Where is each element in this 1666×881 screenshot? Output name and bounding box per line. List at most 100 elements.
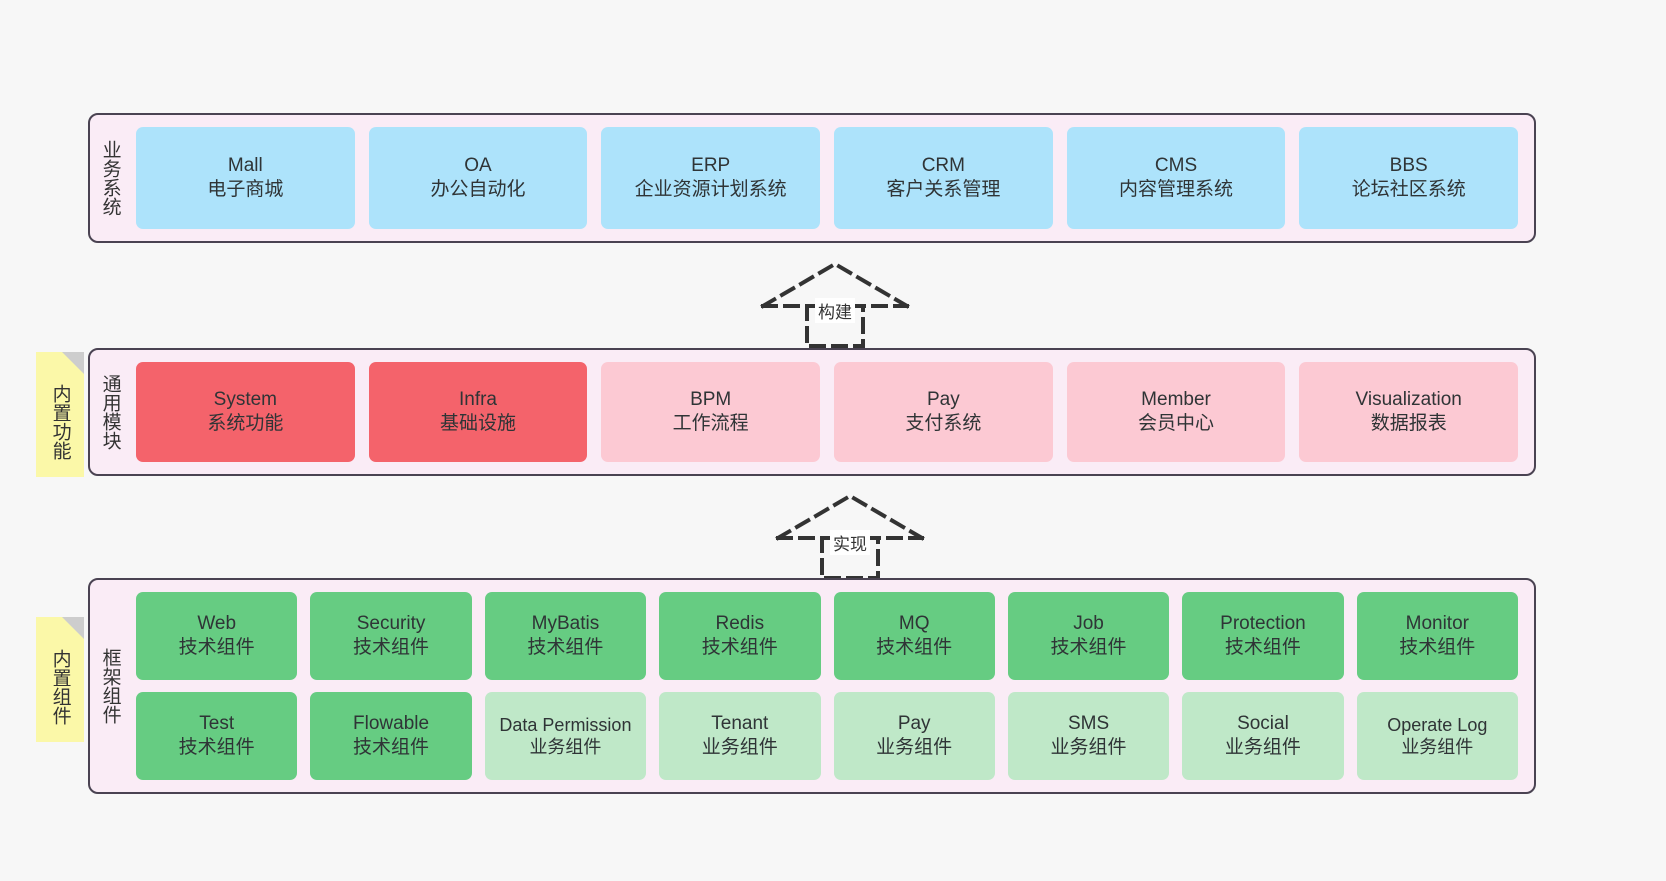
card-operate-log[interactable]: Operate Log 业务组件 (1356, 692, 1518, 780)
card-subtitle: 技术组件 (1224, 637, 1301, 658)
card-mall[interactable]: Mall 电子商城 (136, 127, 355, 229)
card-subtitle: 基础设施 (440, 413, 517, 434)
card-title: OA (464, 154, 492, 176)
card-subtitle: 电子商城 (207, 179, 284, 200)
card-subtitle: 技术组件 (178, 737, 255, 758)
band-title-business-systems: 业务系统 (99, 140, 121, 216)
card-social[interactable]: Social 业务组件 (1182, 692, 1344, 780)
card-title: Monitor (1405, 612, 1469, 634)
business-systems-card-list: Mall 电子商城 OA 办公自动化 ERP 企业资源计划系统 CRM 客户关系… (130, 115, 1534, 241)
framework-components-grid: Web 技术组件 Security 技术组件 MyBatis 技术组件 Redi… (130, 580, 1534, 792)
card-subtitle: 客户关系管理 (886, 179, 1001, 200)
fold-corner-icon (62, 617, 84, 639)
card-security[interactable]: Security 技术组件 (310, 592, 472, 680)
card-title: Pay (926, 388, 960, 410)
card-title: ERP (691, 154, 731, 176)
card-subtitle: 工作流程 (672, 413, 749, 434)
card-infra[interactable]: Infra 基础设施 (368, 362, 588, 462)
card-title: Data Permission (499, 714, 632, 735)
card-system[interactable]: System 系统功能 (136, 362, 355, 462)
framework-components-row-technical: Web 技术组件 Security 技术组件 MyBatis 技术组件 Redi… (136, 592, 1518, 680)
card-subtitle: 技术组件 (353, 637, 430, 658)
common-modules-card-list: System 系统功能 Infra 基础设施 BPM 工作流程 Pay 支付系统… (130, 350, 1534, 474)
card-subtitle: 业务组件 (1224, 737, 1301, 758)
card-subtitle: 业务组件 (1401, 737, 1474, 757)
card-cms[interactable]: CMS 内容管理系统 (1066, 127, 1286, 229)
card-subtitle: 论坛社区系统 (1351, 179, 1466, 200)
card-subtitle: 办公自动化 (430, 179, 526, 200)
card-title: Social (1237, 712, 1289, 734)
connector-build: 构建 (755, 258, 915, 350)
card-title: Mall (227, 154, 263, 176)
card-web[interactable]: Web 技术组件 (136, 592, 298, 680)
card-visualization[interactable]: Visualization 数据报表 (1299, 362, 1519, 462)
card-subtitle: 技术组件 (178, 637, 255, 658)
card-title: Infra (458, 388, 498, 410)
card-flowable[interactable]: Flowable 技术组件 (310, 692, 472, 780)
card-subtitle: 会员中心 (1138, 413, 1215, 434)
card-subtitle: 技术组件 (527, 637, 604, 658)
card-pay-module[interactable]: Pay 支付系统 (834, 362, 1053, 462)
card-title: Tenant (711, 712, 769, 734)
card-title: Visualization (1355, 388, 1462, 410)
card-subtitle: 业务组件 (701, 737, 778, 758)
card-title: Operate Log (1387, 714, 1488, 735)
card-title: BPM (690, 388, 732, 410)
card-title: BBS (1389, 154, 1428, 176)
card-oa[interactable]: OA 办公自动化 (368, 127, 588, 229)
card-subtitle: 业务组件 (1050, 737, 1127, 758)
band-business-systems: 业务系统 Mall 电子商城 OA 办公自动化 ERP 企业资源计划系统 CRM… (88, 113, 1536, 243)
card-erp[interactable]: ERP 企业资源计划系统 (601, 127, 821, 229)
card-protection[interactable]: Protection 技术组件 (1182, 592, 1344, 680)
card-subtitle: 内容管理系统 (1119, 179, 1234, 200)
framework-components-row-business: Test 技术组件 Flowable 技术组件 Data Permission … (136, 692, 1518, 780)
card-subtitle: 技术组件 (876, 637, 953, 658)
card-pay-component[interactable]: Pay 业务组件 (833, 692, 995, 780)
band-framework-components: 框架组件 Web 技术组件 Security 技术组件 MyBatis 技术组件… (88, 578, 1536, 794)
card-title: Flowable (353, 712, 430, 734)
card-title: SMS (1067, 712, 1110, 734)
band-title-framework-components: 框架组件 (99, 648, 121, 724)
card-title: Pay (897, 712, 931, 734)
card-subtitle: 技术组件 (353, 737, 430, 758)
card-title: Protection (1220, 612, 1306, 634)
card-subtitle: 技术组件 (1050, 637, 1127, 658)
card-title: MQ (898, 612, 930, 634)
card-mq[interactable]: MQ 技术组件 (833, 592, 995, 680)
card-title: Job (1073, 612, 1104, 634)
card-title: CRM (921, 154, 965, 176)
connector-implement: 实现 (770, 490, 930, 582)
card-subtitle: 业务组件 (876, 737, 953, 758)
card-subtitle: 企业资源计划系统 (634, 179, 787, 200)
card-member[interactable]: Member 会员中心 (1066, 362, 1286, 462)
tab-builtin-functions: 内置功能 (36, 352, 84, 477)
card-crm[interactable]: CRM 客户关系管理 (834, 127, 1053, 229)
tab-label: 内置功能 (49, 383, 71, 460)
band-title-common-modules: 通用模块 (99, 374, 121, 450)
card-title: Web (197, 612, 237, 634)
card-bbs[interactable]: BBS 论坛社区系统 (1299, 127, 1519, 229)
card-test[interactable]: Test 技术组件 (136, 692, 298, 780)
card-subtitle: 业务组件 (529, 737, 602, 757)
card-subtitle: 技术组件 (1399, 637, 1476, 658)
card-title: System (213, 388, 278, 410)
card-tenant[interactable]: Tenant 业务组件 (659, 692, 821, 780)
card-title: Security (356, 612, 426, 634)
card-subtitle: 支付系统 (905, 413, 982, 434)
card-title: MyBatis (531, 612, 600, 634)
card-mybatis[interactable]: MyBatis 技术组件 (484, 592, 647, 680)
band-common-modules: 通用模块 System 系统功能 Infra 基础设施 BPM 工作流程 Pay… (88, 348, 1536, 476)
card-redis[interactable]: Redis 技术组件 (659, 592, 821, 680)
card-data-permission[interactable]: Data Permission 业务组件 (484, 692, 647, 780)
card-monitor[interactable]: Monitor 技术组件 (1356, 592, 1518, 680)
fold-corner-icon (62, 352, 84, 374)
card-subtitle: 系统功能 (207, 413, 284, 434)
card-sms[interactable]: SMS 业务组件 (1007, 692, 1170, 780)
tab-label: 内置组件 (49, 648, 71, 725)
tab-builtin-components: 内置组件 (36, 617, 84, 742)
card-bpm[interactable]: BPM 工作流程 (601, 362, 821, 462)
card-job[interactable]: Job 技术组件 (1007, 592, 1170, 680)
card-title: Member (1141, 388, 1211, 410)
card-title: Redis (715, 612, 765, 634)
